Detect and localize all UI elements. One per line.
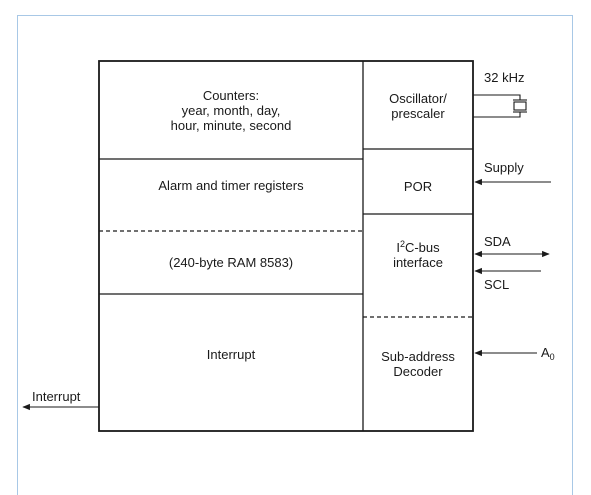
crystal-label: 32 kHz	[484, 70, 525, 85]
i2c-line1: I2C-bus	[363, 237, 473, 255]
counters-line2: hour, minute, second	[170, 118, 292, 133]
oscillator-block: Oscillator/ prescaler	[363, 91, 473, 121]
ram-block-label: (240-byte RAM 8583)	[168, 255, 294, 270]
i2c-prefix: I	[396, 240, 400, 255]
interrupt-block-label: Interrupt	[206, 347, 256, 362]
counters-block: Counters: year, month, day, hour, minute…	[99, 88, 363, 133]
scl-label: SCL	[484, 277, 510, 292]
figure-frame	[17, 15, 573, 495]
crystal-symbol	[473, 94, 527, 118]
i2c-line2: interface	[393, 255, 443, 270]
counters-title: Counters:	[202, 88, 260, 103]
a0-subscript: 0	[549, 352, 555, 362]
oscillator-line2: prescaler	[391, 106, 445, 121]
counters-line1: year, month, day,	[181, 103, 281, 118]
subaddr-line2: Decoder	[393, 364, 443, 379]
supply-label: Supply	[484, 160, 524, 175]
sda-label: SDA	[484, 234, 511, 249]
interrupt-out-label: Interrupt	[32, 389, 81, 404]
block-diagram	[22, 60, 551, 432]
i2c-superscript: 2	[399, 239, 405, 249]
subaddr-block: Sub-address Decoder	[363, 349, 473, 379]
por-block-label: POR	[403, 179, 433, 194]
i2c-block: I2C-bus interface	[363, 237, 473, 270]
chip-outline	[98, 60, 474, 432]
a0-label: A0	[541, 345, 555, 365]
i2c-rest: C-bus	[404, 240, 440, 255]
a0-base: A	[541, 345, 550, 360]
subaddr-line1: Sub-address	[381, 349, 455, 364]
alarm-block-label: Alarm and timer registers	[158, 178, 304, 193]
oscillator-line1: Oscillator/	[389, 91, 447, 106]
